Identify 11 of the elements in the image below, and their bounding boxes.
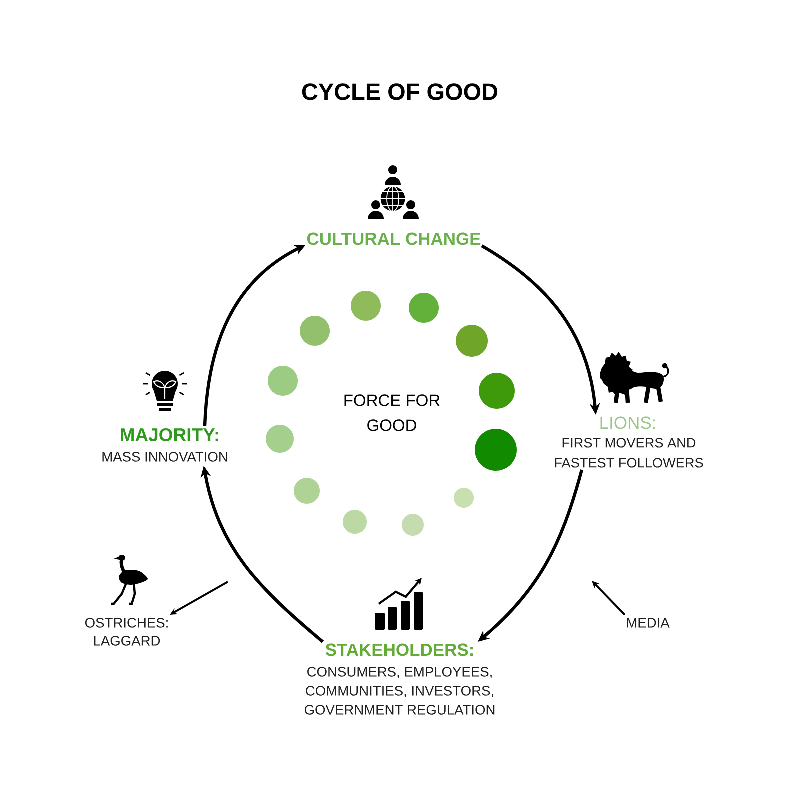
text-label: OSTRICHES: LAGGARD [85,618,168,646]
title: CYCLE OF GOOD [302,84,498,100]
heading: LIONS: [600,416,656,430]
heading: CULTURAL CHANGE [307,232,481,246]
heading: MAJORITY: [121,428,218,442]
body-text: MASS INNOVATION [102,452,228,462]
heading: STAKEHOLDERS: [326,644,473,656]
arrow [592,581,626,616]
body-text: FIRST MOVERS AND FASTEST FOLLOWERS [555,438,704,468]
text-label: MEDIA [627,618,670,628]
body-text: CONSUMERS, EMPLOYEES, COMMUNITIES, INVESTORS, GOVERNMENT REGULATION [304,667,495,715]
